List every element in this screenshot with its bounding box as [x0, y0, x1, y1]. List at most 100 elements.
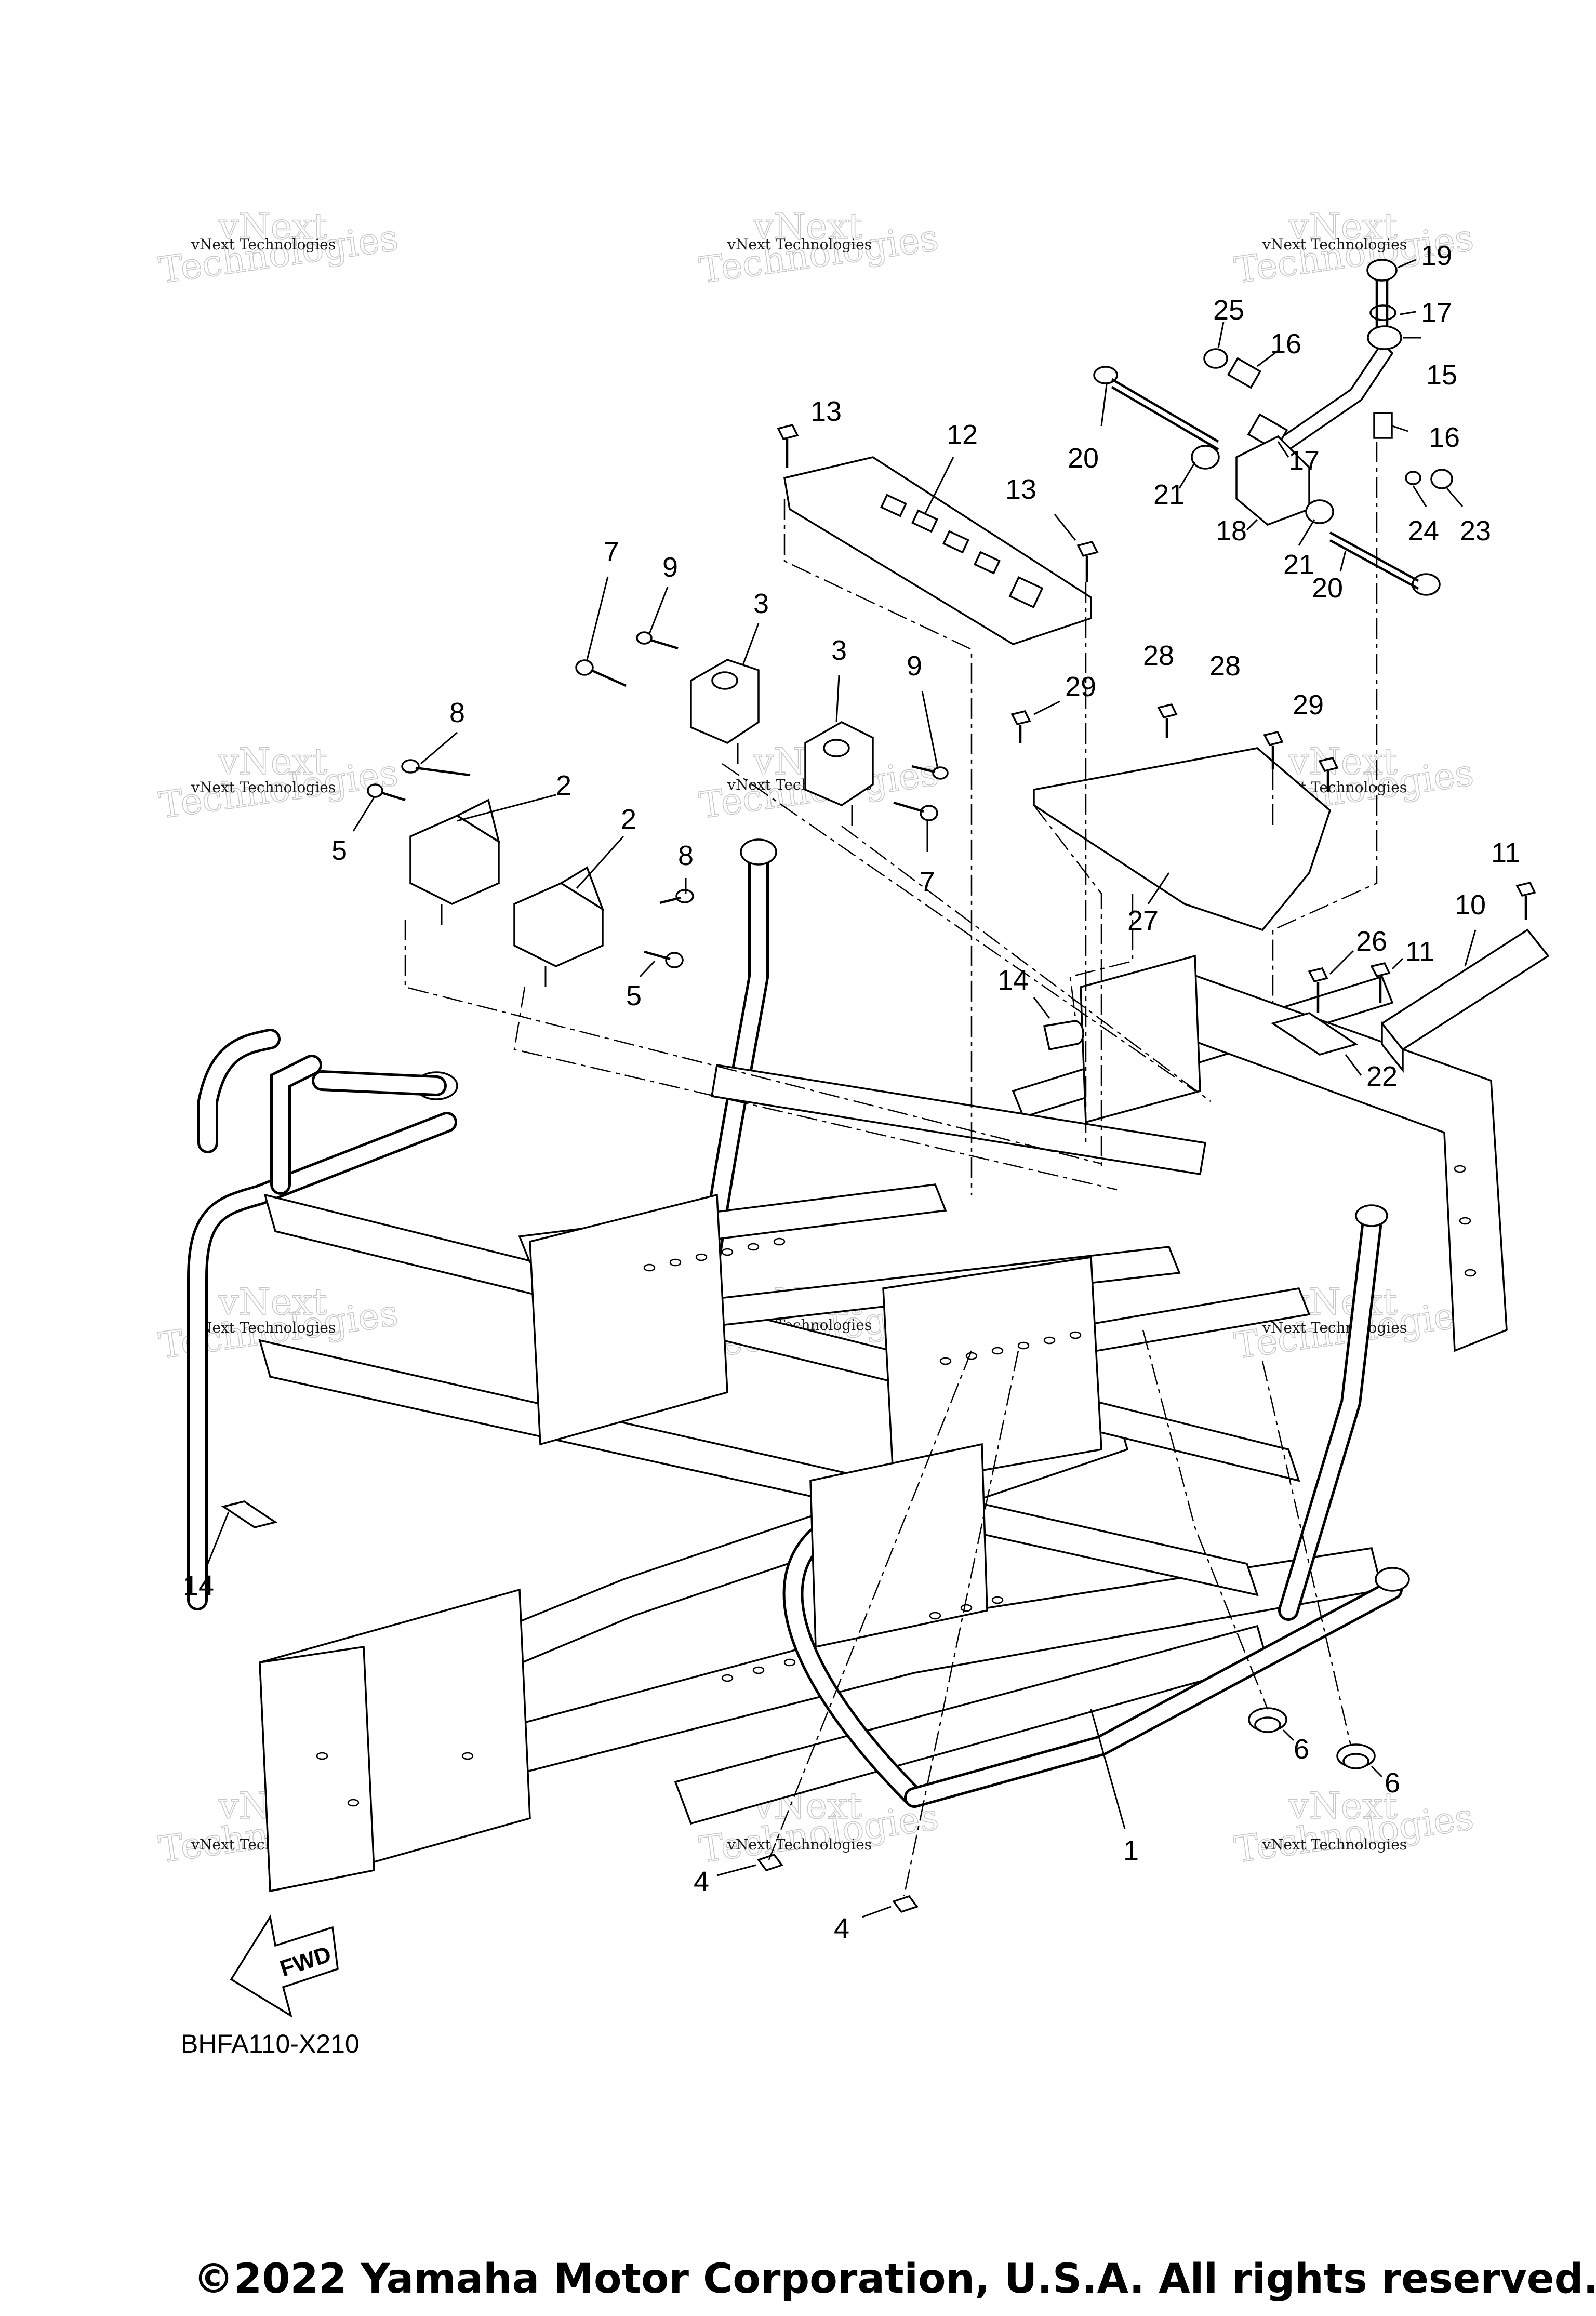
bolt-8b [659, 889, 694, 904]
bolt-7a [575, 659, 627, 687]
callout-4b: 4 [834, 1913, 849, 1944]
bolt-20a-head [1093, 366, 1118, 384]
callout-17a: 17 [1421, 297, 1452, 328]
washer-17a [1369, 304, 1396, 321]
callout-28b: 28 [1209, 650, 1241, 682]
callout-2b: 2 [621, 804, 636, 835]
callout-11b: 11 [1405, 936, 1434, 967]
grommet-6a [1248, 1707, 1287, 1733]
callout-5a: 5 [331, 835, 347, 866]
svg-text:vNext Technologies: vNext Technologies [191, 236, 336, 253]
plate-22 [1270, 1012, 1359, 1056]
callout-14a: 14 [998, 965, 1029, 996]
callout-6a: 6 [1294, 1734, 1309, 1765]
collar-21a [1191, 445, 1220, 470]
callout-3b: 3 [831, 635, 847, 666]
engine-mount-3b [804, 721, 874, 826]
callout-15: 15 [1426, 360, 1457, 391]
callout-13a: 13 [810, 396, 842, 427]
bolt-5b [644, 950, 684, 968]
svg-text:vNext Technologies: vNext Technologies [1262, 1836, 1407, 1853]
plate-12 [783, 456, 1092, 645]
collar-21b [1305, 499, 1334, 524]
upper-rear-rail [710, 1063, 1207, 1176]
callout-9b: 9 [907, 650, 922, 682]
callout-22: 22 [1366, 1061, 1398, 1092]
callout-8b: 8 [678, 840, 694, 871]
svg-text:vNext: vNext [218, 740, 327, 783]
svg-text:vNext Technologies: vNext Technologies [1262, 1319, 1407, 1336]
bolt-29a [1010, 710, 1031, 743]
skid-plate-27 [1033, 747, 1332, 931]
copyright-notice: ©2022 Yamaha Motor Corporation, U.S.A. A… [193, 2256, 1596, 2302]
nut-23 [1430, 469, 1453, 489]
svg-text:vNext: vNext [1288, 205, 1398, 248]
callout-8a: 8 [449, 697, 465, 728]
bolt-5a [367, 783, 406, 802]
bushing-16b [1373, 412, 1393, 439]
callout-21a: 21 [1153, 479, 1185, 510]
engine-cradle [529, 1193, 728, 1446]
svg-text:vNext: vNext [1288, 740, 1398, 783]
callout-20b: 20 [1312, 573, 1343, 604]
bolt-20b-head [1412, 573, 1441, 596]
b-pillar-tube-end [740, 838, 777, 866]
bolt-11a [1515, 881, 1536, 920]
main-frame-part-1 [187, 838, 1508, 1893]
svg-text:vNext: vNext [1288, 1785, 1398, 1827]
bolt-8a [401, 759, 471, 777]
bolt-9a [636, 631, 679, 650]
grommet-6b [1336, 1743, 1376, 1769]
bolt-9b [911, 765, 949, 780]
center-plate [809, 1443, 988, 1648]
callout-4a: 4 [694, 1866, 709, 1897]
callout-23: 23 [1460, 515, 1491, 547]
callout-6b: 6 [1385, 1767, 1400, 1799]
callout-16a: 16 [1270, 328, 1301, 360]
watermark-top-center: vNext Technologies vNext Technologies [696, 205, 941, 292]
callout-10: 10 [1455, 889, 1486, 921]
callout-17b: 17 [1288, 445, 1320, 476]
engine-bracket-2a [409, 798, 500, 925]
watermark-top-left: vNext Technologies vNext Technologies [156, 205, 401, 292]
callout-5b: 5 [626, 980, 642, 1011]
front-bulkhead-side [259, 1645, 375, 1893]
bolt-29b [1318, 756, 1339, 792]
svg-text:vNext Technologies: vNext Technologies [1262, 236, 1407, 253]
bumper-tube-end [1375, 1567, 1410, 1592]
bolt-13a [777, 423, 799, 468]
callout-16b: 16 [1429, 422, 1460, 453]
watermark-bottom-right: vNext Technologies vNext Technologies [1231, 1784, 1477, 1871]
bolt-26 [1308, 967, 1328, 1013]
svg-text:vNext: vNext [218, 205, 327, 248]
linkage-assembly [1093, 259, 1453, 596]
bushing-25 [1203, 348, 1228, 369]
callout-2a: 2 [556, 770, 571, 801]
callout-11a: 11 [1491, 837, 1520, 869]
callout-25: 25 [1213, 295, 1244, 326]
callout-26: 26 [1356, 926, 1387, 957]
callout-19: 19 [1421, 240, 1452, 271]
leader-part-1 [1090, 1709, 1126, 1829]
callout-14b: 14 [183, 1570, 214, 1601]
washer-24 [1405, 471, 1421, 485]
callout-3a: 3 [753, 588, 769, 619]
svg-text:vNext Technologies: vNext Technologies [191, 1319, 336, 1336]
bolt-11b [1370, 962, 1391, 1003]
callout-18: 18 [1216, 515, 1247, 547]
bolt-13b [1076, 540, 1099, 582]
assembly-guide-lines [404, 442, 1378, 1897]
svg-text:vNext Technologies: vNext Technologies [727, 236, 872, 253]
svg-text:vNext: vNext [753, 205, 862, 248]
callout-13b: 13 [1005, 474, 1036, 505]
fwd-arrow-icon: FWD [230, 1914, 339, 2018]
bolt-28a [1157, 703, 1178, 738]
grommet-14b [221, 1500, 278, 1528]
svg-text:vNext: vNext [1288, 1281, 1398, 1323]
plate-10 [1380, 928, 1550, 1073]
bolt-7b [893, 801, 938, 821]
rear-frame-bracket [1080, 954, 1201, 1124]
bolt-19-head [1366, 259, 1398, 282]
engine-bracket-2b [513, 866, 605, 987]
